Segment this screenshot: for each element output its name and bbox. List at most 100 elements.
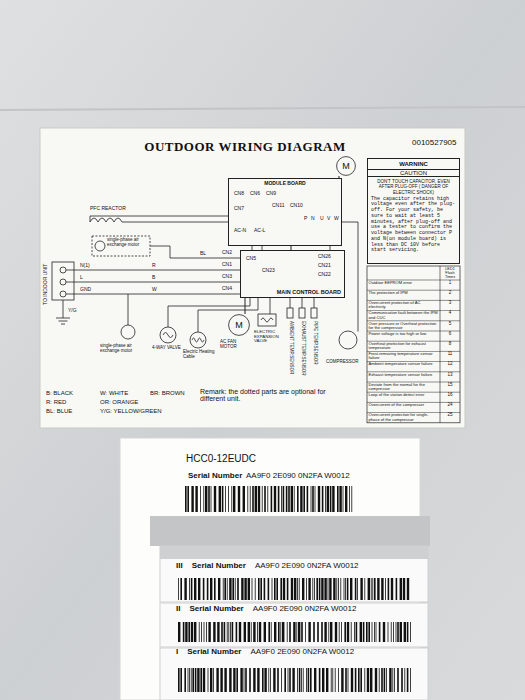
barcode-bar [350, 622, 352, 642]
barcode-bar [268, 622, 270, 642]
part-label: B [152, 275, 155, 281]
barcode-bar [328, 622, 330, 642]
part-label: AC FAN MOTOR [220, 340, 252, 349]
barcode-bar [198, 622, 200, 642]
barcode-bar [180, 668, 182, 692]
barcode-bar [257, 622, 259, 642]
barcode-bar [226, 622, 228, 642]
barcode-bar [210, 668, 212, 692]
heating-cable-symbol [190, 332, 206, 348]
part-label: GND [80, 287, 91, 293]
table-cell: Frost-removing temperature sensor failur… [369, 352, 439, 361]
barcode-bar [184, 668, 186, 692]
barcode-bar [404, 622, 406, 642]
part-label: L [80, 275, 83, 281]
motor-circle [337, 157, 356, 176]
barcode-bar [264, 578, 266, 600]
barcode-bar [206, 622, 208, 642]
barcode-sticker [160, 603, 428, 647]
barcode-bar [379, 622, 381, 642]
barcode-bar [191, 578, 193, 600]
serial-text: AA9F0 2E090 0N2FA W0012 [255, 562, 359, 571]
barcode-bar [218, 578, 220, 600]
barcode-bar [178, 668, 180, 692]
part-label: ELECTRIC EXPANSION VALVE [254, 330, 286, 344]
barcode-bar [322, 486, 324, 512]
table-cell: The protection of IPM [369, 291, 439, 295]
barcode-bar [385, 578, 387, 600]
barcode-bar [240, 668, 242, 692]
barcode-bar [225, 486, 227, 512]
barcode-bar [197, 668, 199, 692]
four-way-valve-coil [160, 327, 176, 343]
barcode-bar [187, 486, 189, 512]
part-label: Y/G [68, 308, 77, 314]
barcode-bar [254, 578, 256, 600]
barcode-bar [391, 578, 393, 600]
barcode-bar [296, 622, 298, 642]
barcode-sticker: IISerial NumberAA9F0 2E090 0N2FA W0012 [168, 604, 420, 644]
coil-symbol [163, 333, 173, 338]
barcode-bar [214, 486, 216, 512]
barcode-bar [372, 578, 374, 600]
warning-text: DON'T TOUCH CAPACITOR, EVEN AFTER PLUG-O… [371, 179, 456, 194]
part-label: CN11 [272, 203, 284, 209]
barcode-bar [221, 622, 223, 642]
table-cell: Power voltage is too high or low [369, 332, 439, 336]
part-label: AC-N [234, 228, 246, 234]
barcode-bar [330, 622, 332, 642]
barcode-bar [207, 668, 209, 692]
barcode-bar [298, 622, 300, 642]
barcode-bar [249, 486, 251, 512]
barcode-bar [214, 578, 216, 600]
barcode-bar [358, 668, 360, 692]
barcode-bar [307, 486, 309, 512]
barcode-bar [283, 486, 285, 512]
barcode-bar [357, 578, 359, 600]
wire [290, 298, 314, 308]
table-cell: LED1 Flash Times [441, 267, 459, 279]
barcode-bar [393, 622, 395, 642]
barcode-bar [314, 486, 316, 512]
barcode-bar [401, 668, 403, 692]
barcode-bar [270, 668, 272, 692]
part-label: CN26 [318, 254, 331, 260]
table-cell: Outdoor EEPROM error [369, 281, 439, 285]
barcode-bar [292, 668, 294, 692]
table-cell: 11 [441, 352, 459, 357]
barcode-bar [299, 668, 301, 692]
barcode-bar [326, 668, 328, 692]
barcode-bar [300, 486, 302, 512]
barcode-bar [302, 578, 304, 600]
barcode-bar [343, 578, 345, 600]
barcode-bar [370, 668, 372, 692]
table-cell: Exhaust temperature sensor failure [369, 373, 439, 377]
barcode-bar [249, 668, 251, 692]
serial-text: III [176, 562, 183, 571]
warning-text: The capacitor retains high voltage even … [371, 197, 456, 255]
wiring-sticker [40, 128, 465, 428]
part-label: CN21 [318, 263, 331, 269]
barcode-bar [364, 578, 366, 600]
table-cell: Ambient temperature sensor failure [369, 362, 439, 366]
barcode-bar [194, 622, 196, 642]
barcode-bar [259, 622, 261, 642]
barcode-bar [271, 486, 273, 512]
barcode-bar [301, 622, 303, 642]
barcode-bar [245, 668, 247, 692]
barcode-bar [205, 486, 207, 512]
barcode-bar [264, 486, 266, 512]
barcode-bar [318, 486, 320, 512]
barcode-bar [360, 668, 362, 692]
barcode-bar [314, 668, 316, 692]
barcode-bar [324, 622, 326, 642]
barcode-bar [321, 578, 323, 600]
part-label: CN8 [234, 191, 244, 197]
table-cell: Overcurrent protection of AC electricity [369, 301, 439, 310]
barcode-bar [334, 668, 336, 692]
part-label: Serial Number [188, 472, 242, 481]
barcode-bar [345, 578, 347, 600]
node-label: M [235, 320, 243, 330]
